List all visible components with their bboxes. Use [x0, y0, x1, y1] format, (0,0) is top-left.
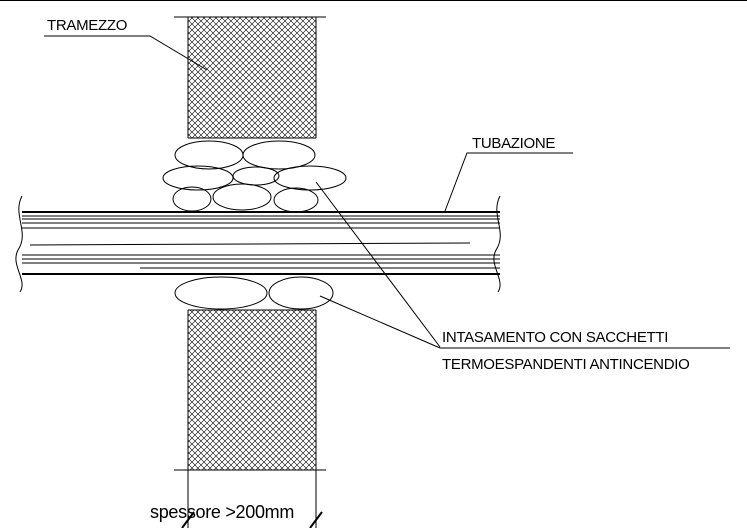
upper-wall [174, 16, 326, 139]
upper-fire-bags [162, 140, 347, 213]
fire-bag [242, 140, 316, 170]
fire-bag [212, 183, 272, 211]
fire-bag [174, 276, 268, 310]
fire-bag [268, 276, 334, 310]
fire-bag [232, 166, 280, 186]
fill-leader-line-lower [319, 295, 441, 349]
wall-label: TRAMEZZO [47, 17, 127, 34]
wall-leader-line [44, 35, 208, 71]
lower-fire-bags [174, 276, 334, 310]
lower-wall [174, 309, 326, 471]
fire-bag [273, 187, 319, 213]
fire-bag [172, 186, 212, 212]
thickness-dimension [181, 470, 323, 528]
pipe-label: TUBAZIONE [472, 135, 555, 152]
upper-wall-hatch [188, 17, 316, 138]
fill-leader-line-upper [315, 181, 441, 348]
lower-wall-hatch [188, 310, 316, 470]
thickness-label: spessore >200mm [150, 502, 294, 522]
fire-bag [273, 165, 347, 191]
pipe-leader-line [444, 152, 573, 212]
fire-bag [162, 165, 234, 191]
fill-label-line1: INTASAMENTO CON SACCHETTI [442, 329, 668, 346]
pipe [15, 195, 501, 293]
fire-bag [174, 140, 244, 170]
fill-label-line2: TERMOESPANDENTI ANTINCENDIO [442, 356, 689, 373]
